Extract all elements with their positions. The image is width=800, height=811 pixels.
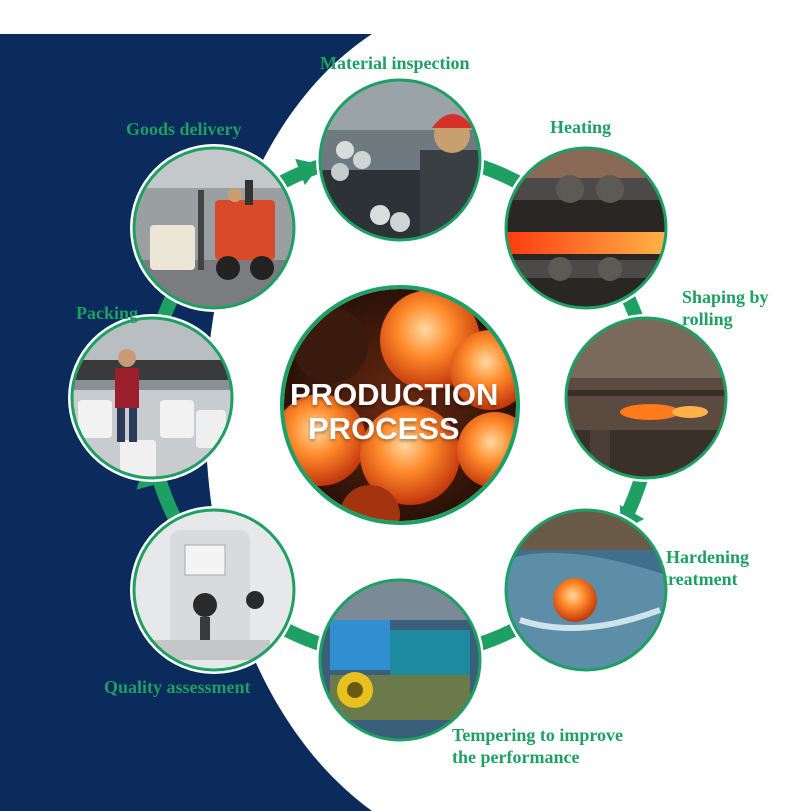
photo-packing (68, 314, 236, 482)
photo-hardening (502, 506, 670, 674)
label-hardening-line2: treatment (662, 569, 738, 589)
label-heating: Heating (550, 117, 611, 137)
label-packing: Packing (76, 303, 139, 323)
photo-heating (502, 144, 670, 312)
label-material-inspection: Material inspection (320, 53, 470, 73)
photo-shaping (562, 314, 730, 482)
photo-tempering (316, 576, 484, 744)
label-quality-assessment: Quality assessment (104, 677, 251, 697)
center-photo (276, 281, 524, 529)
label-shaping-line1: Shaping by (682, 287, 769, 307)
photo-quality (130, 506, 298, 674)
photo-material-inspection (316, 76, 484, 244)
label-shaping-line2: rolling (682, 309, 733, 329)
label-hardening-line1: Hardening (666, 547, 750, 567)
label-tempering-line2: the performance (452, 747, 580, 767)
arrow-to-inspection (295, 158, 321, 186)
label-goods-delivery: Goods delivery (126, 119, 242, 139)
center-title-line1: PRODUCTION (290, 377, 499, 412)
top-white-strip (0, 0, 800, 34)
photo-delivery (130, 144, 298, 312)
center-title: PRODUCTION PROCESS (290, 378, 510, 446)
label-tempering-line1: Tempering to improve (452, 725, 623, 745)
center-title-line2: PROCESS (308, 411, 460, 446)
